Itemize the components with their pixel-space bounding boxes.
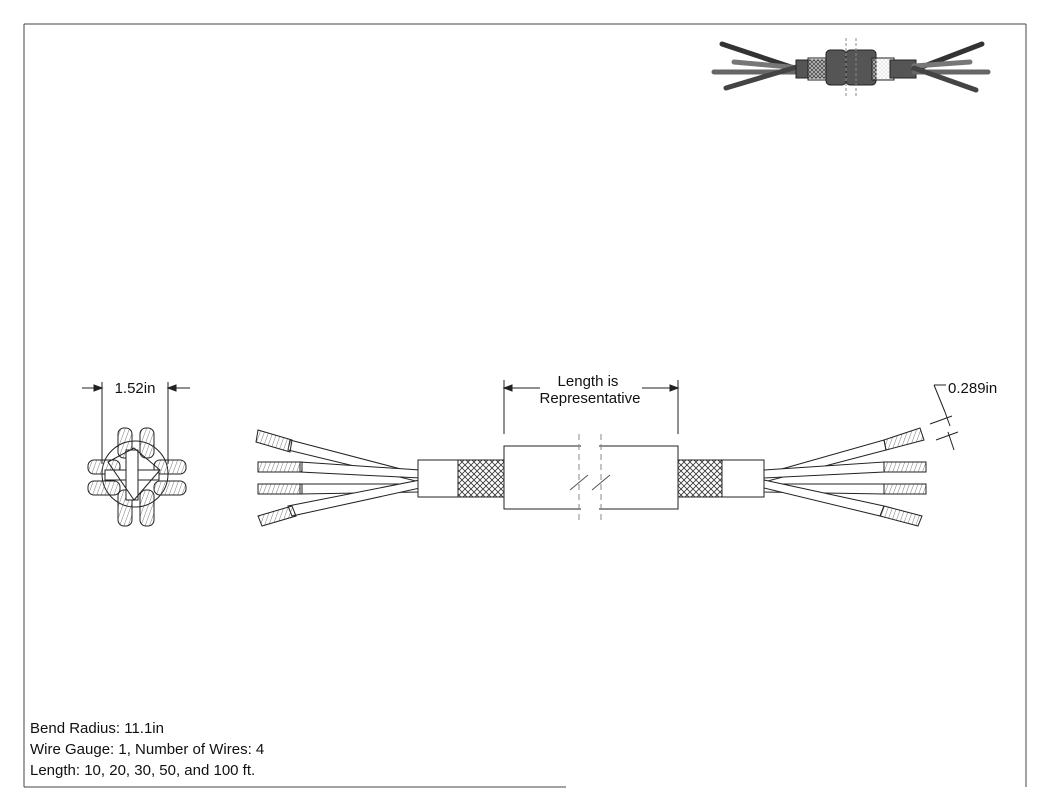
right-wires — [763, 427, 927, 527]
diameter-label: 1.52in — [115, 380, 156, 397]
wire-diameter-label: 0.289in — [948, 380, 997, 397]
length-dimension — [502, 380, 680, 434]
thumbnail-view — [711, 38, 991, 96]
bend-radius-text: Bend Radius: 11.1in — [30, 720, 164, 737]
sheet-border — [23, 23, 1027, 788]
lengths-text: Length: 10, 20, 30, 50, and 100 ft. — [30, 762, 256, 779]
left-wires — [255, 429, 421, 527]
break-lines — [578, 434, 602, 522]
wire-diameter-dimension — [929, 384, 959, 451]
end-view — [82, 382, 190, 527]
length-label-line1: Length is — [558, 373, 619, 390]
gauge-wires-text: Wire Gauge: 1, Number of Wires: 4 — [30, 741, 265, 758]
side-view — [255, 380, 959, 527]
length-label-line2: Representative — [540, 390, 641, 407]
end-view-conductors — [87, 427, 187, 527]
spec-notes: Bend Radius: 11.1in Wire Gauge: 1, Numbe… — [30, 718, 264, 781]
diameter-dimension — [82, 382, 190, 464]
